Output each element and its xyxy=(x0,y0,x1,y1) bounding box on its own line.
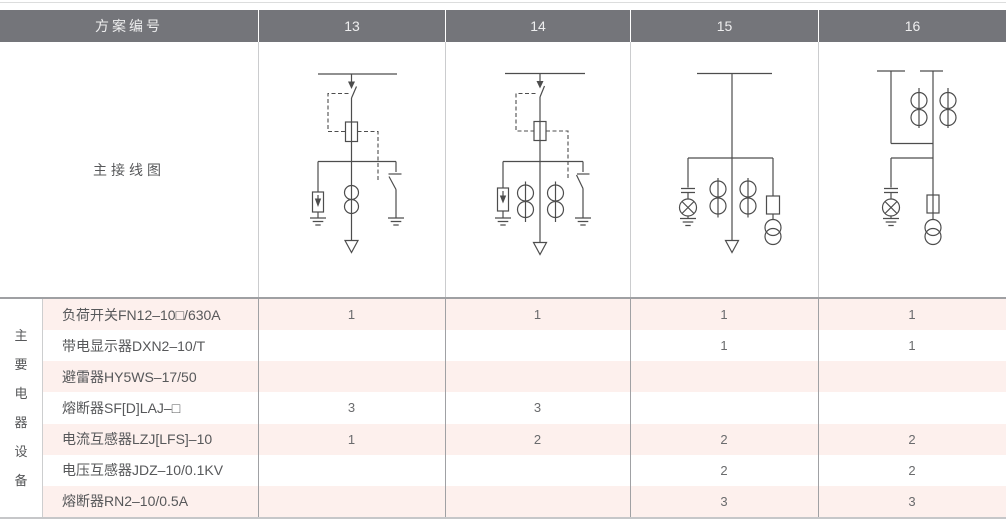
equipment-name: 避雷器HY5WS–17/50 xyxy=(62,368,197,385)
equipment-row: 熔断器RN2–10/0.5A 3 3 xyxy=(43,485,1006,517)
quantity-cell: 3 xyxy=(720,493,728,509)
equipment-name: 熔断器SF[D]LAJ–□ xyxy=(62,399,181,416)
quantity-cell: 1 xyxy=(720,307,728,323)
quantity-cell: 2 xyxy=(720,431,728,447)
scheme-15-diagram xyxy=(678,72,782,254)
vertical-label-char: 电 xyxy=(14,386,28,401)
equipment-row: 避雷器HY5WS–17/50 xyxy=(43,361,1006,393)
quantity-cell: 2 xyxy=(533,431,542,447)
equipment-name: 熔断器RN2–10/0.5A xyxy=(62,493,189,510)
column-divider xyxy=(818,299,819,517)
scheme-13-diagram xyxy=(310,73,404,254)
diagram-cell-13 xyxy=(258,42,445,297)
quantity-cell: 1 xyxy=(908,307,916,323)
header-scheme-14: 14 xyxy=(446,10,630,42)
diagram-row: 主接线图 xyxy=(0,42,1006,297)
column-divider xyxy=(445,299,446,517)
header-scheme-13: 13 xyxy=(259,10,445,42)
header-scheme-label: 方案编号 xyxy=(0,10,258,42)
vertical-label-char: 器 xyxy=(14,415,28,430)
vertical-label-char: 备 xyxy=(14,473,28,488)
column-divider xyxy=(258,299,259,517)
section-divider xyxy=(0,297,1006,299)
quantity-cell: 2 xyxy=(720,462,728,478)
quantity-cell: 3 xyxy=(533,400,542,416)
equipment-name: 带电显示器DXN2–10/T xyxy=(62,337,206,354)
quantity-cell: 2 xyxy=(908,462,916,478)
header-scheme-15: 15 xyxy=(631,10,818,42)
column-divider xyxy=(630,299,631,517)
vertical-label-char: 主 xyxy=(14,328,28,343)
equipment-row: 熔断器SF[D]LAJ–□ 3 3 xyxy=(43,392,1006,424)
vertical-label-char: 要 xyxy=(14,357,28,372)
scheme-14-diagram xyxy=(495,72,591,256)
diagram-cell-15 xyxy=(630,42,818,297)
quantity-cell: 3 xyxy=(908,493,916,509)
top-hairline xyxy=(0,2,1006,3)
quantity-cell: 1 xyxy=(908,338,916,354)
quantity-cell: 2 xyxy=(908,431,916,447)
scheme-16-diagram xyxy=(877,70,957,246)
vertical-section-label: 主要电器设备 xyxy=(0,299,43,517)
header-scheme-16: 16 xyxy=(819,10,1006,42)
quantity-cell: 1 xyxy=(347,431,356,447)
equipment-row: 电压互感器JDZ–10/0.1KV 2 2 xyxy=(43,454,1006,486)
vertical-label-char: 设 xyxy=(14,444,28,459)
equipment-row: 电流互感器LZJ[LFS]–10 1 2 2 2 xyxy=(43,423,1006,455)
equipment-name: 电流互感器LZJ[LFS]–10 xyxy=(62,431,213,448)
quantity-cell: 1 xyxy=(533,307,542,323)
equipment-rows: 负荷开关FN12–10□/630A 1 1 1 1 带电显示器DXN2–10/T 1 1 避雷器… xyxy=(43,299,1006,517)
quantity-cell: 3 xyxy=(347,400,356,416)
equipment-row: 带电显示器DXN2–10/T 1 1 xyxy=(43,330,1006,362)
diagram-cell-14 xyxy=(445,42,630,297)
equipment-name: 电压互感器JDZ–10/0.1KV xyxy=(62,462,224,479)
diagram-cell-16 xyxy=(818,42,1006,297)
quantity-cell: 1 xyxy=(347,307,356,323)
quantity-cell: 1 xyxy=(720,338,728,354)
equipment-name: 负荷开关FN12–10□/630A xyxy=(62,306,221,323)
table-bottom-border xyxy=(0,517,1006,519)
diagram-row-label: 主接线图 xyxy=(93,161,165,178)
equipment-row: 负荷开关FN12–10□/630A 1 1 1 1 xyxy=(43,299,1006,331)
